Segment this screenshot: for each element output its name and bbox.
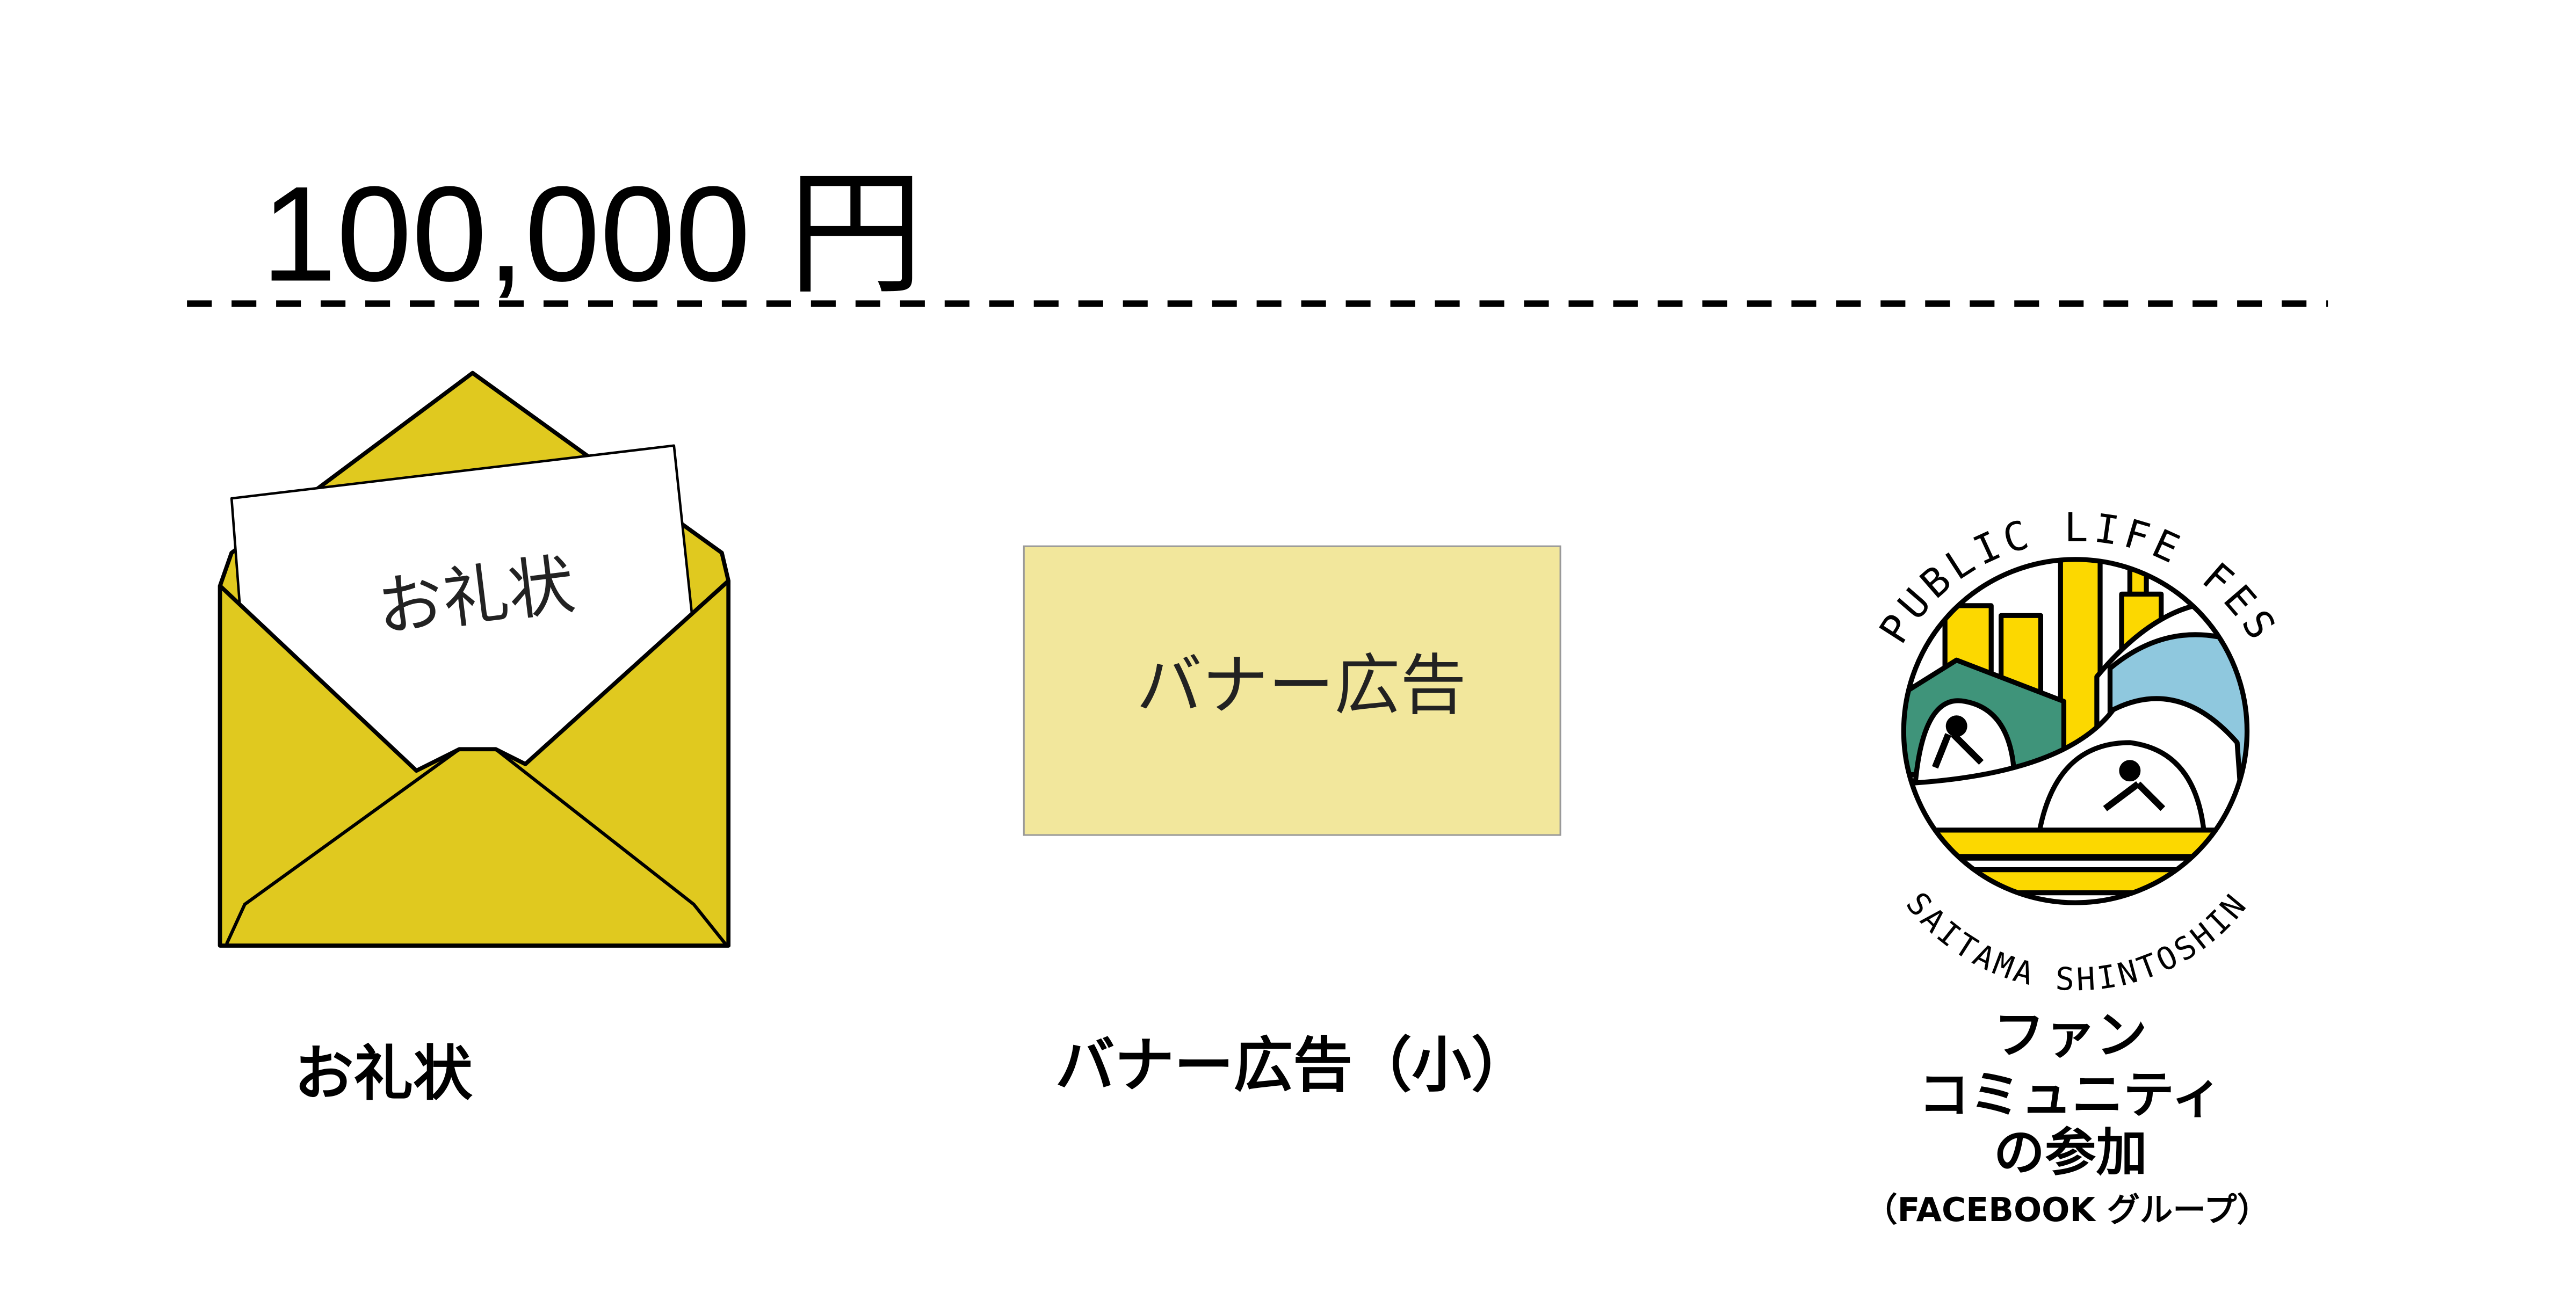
item-label-fan-community: ファン コミュニティ の参加 （FACEBOOK グループ） bbox=[1864, 1006, 2270, 1229]
envelope-letter-icon: お礼状 bbox=[218, 371, 731, 948]
public-life-fes-logo: PUBLIC LIFE FES SAITAMA SHINTOSHIN bbox=[1871, 505, 2281, 998]
label-line: の参加 bbox=[1994, 1123, 2147, 1182]
label-line: コミュニティ bbox=[1919, 1065, 2223, 1124]
price-title: 100,000 円 bbox=[261, 158, 923, 309]
banner-text: バナー広告 bbox=[1136, 647, 1466, 723]
item-label-thank-you-letter: お礼状 bbox=[294, 1040, 473, 1109]
label-note: （FACEBOOK グループ） bbox=[1864, 1191, 2270, 1229]
label-line: ファン bbox=[1994, 1006, 2147, 1065]
item-label-banner-small: バナー広告（小） bbox=[1055, 1031, 1531, 1100]
banner-ad-icon: バナー広告 bbox=[1023, 545, 1561, 836]
